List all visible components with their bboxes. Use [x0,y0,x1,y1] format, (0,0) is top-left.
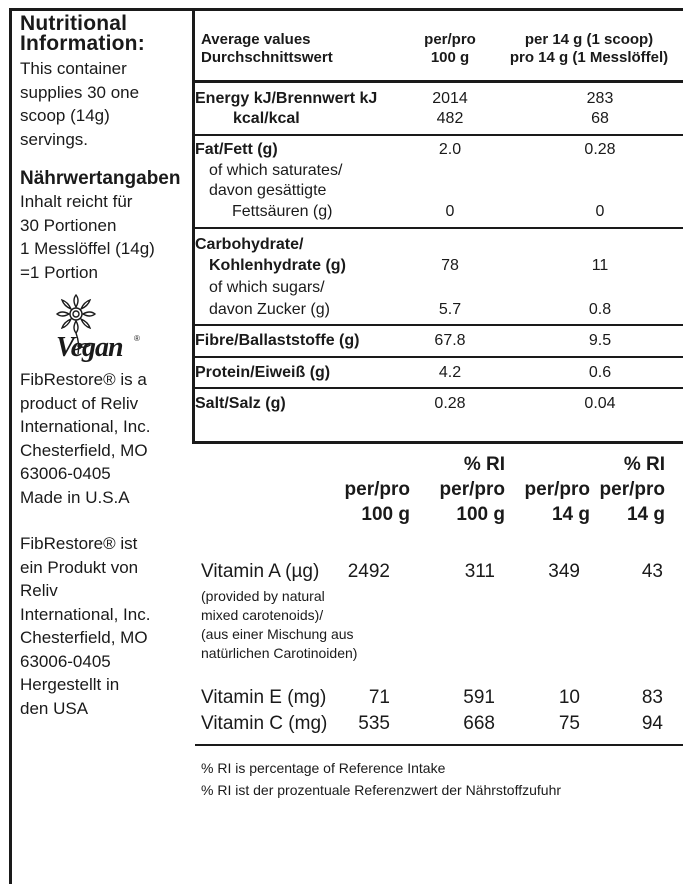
vitamin-c-label: Vitamin C (mg) [201,713,328,734]
salt-100g: 0.28 [434,395,466,412]
vitamin-a-100g: 2492 [347,561,390,582]
carb-label-1: Carbohydrate/ [195,236,304,253]
saturates-label-1: of which saturates/ [209,162,343,179]
sugars-14g: 0.8 [588,301,612,318]
vitamin-a-ri-14g: 43 [641,561,663,582]
fat-label: Fat/Fett (g) [195,141,278,158]
energy-kcal-label: kcal/kcal [233,110,300,127]
fibre-100g: 67.8 [434,332,466,349]
salt-label: Salt/Salz (g) [195,395,286,412]
vitamin-a-note: (provided by natural mixed carotenoids)/… [201,588,358,661]
title-line-1: Nutritional [20,12,128,35]
title-line-2: Information: [20,32,145,55]
row-divider [195,227,683,229]
header-average-values: Average values Durchschnittswert [201,31,333,66]
salt-14g: 0.04 [584,395,616,412]
vitamin-a-ri-100g: 311 [464,561,495,582]
vitamin-e-14g: 10 [558,687,580,708]
row-divider [195,441,683,444]
saturates-label-3: Fettsäuren (g) [232,203,333,220]
en-servings-text: This container supplies 30 one scoop (14… [20,59,140,149]
energy-kj-14g: 283 [586,90,614,107]
carb-100g: 78 [441,257,459,274]
vitamin-e-ri-14g: 83 [641,687,663,708]
vit-header-per-100g: per/pro 100 g [344,479,410,525]
protein-14g: 0.6 [588,364,612,381]
vitamin-e-100g: 71 [368,687,390,708]
vitamin-c-14g: 75 [558,713,580,734]
vitamin-a-14g: 349 [548,561,580,582]
saturates-14g: 0 [595,203,605,220]
label-frame [9,8,683,884]
column-divider [192,8,195,444]
sunflower-icon [55,293,97,355]
de-servings-text: Inhalt reicht für 30 Portionen 1 Messlöf… [20,192,155,282]
vit-header-ri-100g: % RI per/pro 100 g [439,454,505,525]
vitamin-c-ri-100g: 668 [463,713,495,734]
registered-mark: ® [134,334,140,343]
row-divider [195,356,683,358]
vitamin-c-ri-14g: 94 [641,713,663,734]
en-company-text: FibRestore® is a product of Reliv Intern… [20,370,151,507]
header-per-100g: per/pro 100 g [424,31,476,66]
row-divider [195,744,683,746]
de-company-text: FibRestore® ist ein Produkt von Reliv In… [20,534,151,718]
vitamin-e-label: Vitamin E (mg) [201,687,327,708]
sugars-100g: 5.7 [438,301,462,318]
energy-kcal-14g: 68 [591,110,609,127]
vegan-logo: Vegan ® [46,293,142,364]
vitamin-a-label: Vitamin A (µg) [201,561,320,582]
saturates-100g: 0 [445,203,455,220]
fibre-14g: 9.5 [588,332,612,349]
vitamin-c-100g: 535 [358,713,390,734]
fibre-label: Fibre/Ballaststoffe (g) [195,332,360,349]
footnote-de: % RI ist der prozentuale Referenzwert de… [201,782,562,798]
energy-kj-100g: 2014 [432,90,468,107]
protein-label: Protein/Eiweiß (g) [195,364,331,381]
vitamin-e-ri-100g: 591 [463,687,495,708]
row-divider [195,324,683,326]
sugars-label-2: davon Zucker (g) [209,301,330,318]
carb-14g: 11 [591,257,609,274]
vit-header-ri-14g: % RI per/pro 14 g [599,454,665,525]
row-divider [195,80,683,83]
energy-kj-label: Energy kJ/Brennwert kJ [195,90,378,107]
footnote-en: % RI is percentage of Reference Intake [201,760,446,776]
vegan-logo-text: Vegan [56,332,124,363]
fat-100g: 2.0 [438,141,462,158]
header-per-14g: per 14 g (1 scoop) pro 14 g (1 Messlöffe… [509,31,669,66]
row-divider [195,134,683,136]
row-divider [195,387,683,389]
sugars-label-1: of which sugars/ [209,279,325,296]
vit-header-per-14g: per/pro 14 g [524,479,590,525]
de-title: Nährwertangaben [20,168,181,189]
fat-14g: 0.28 [584,141,616,158]
energy-kcal-100g: 482 [436,110,464,127]
saturates-label-2: davon gesättigte [209,182,327,199]
left-column: Nutritional Information: This container … [20,12,188,720]
protein-100g: 4.2 [438,364,462,381]
carb-label-2: Kohlenhydrate (g) [209,257,346,274]
